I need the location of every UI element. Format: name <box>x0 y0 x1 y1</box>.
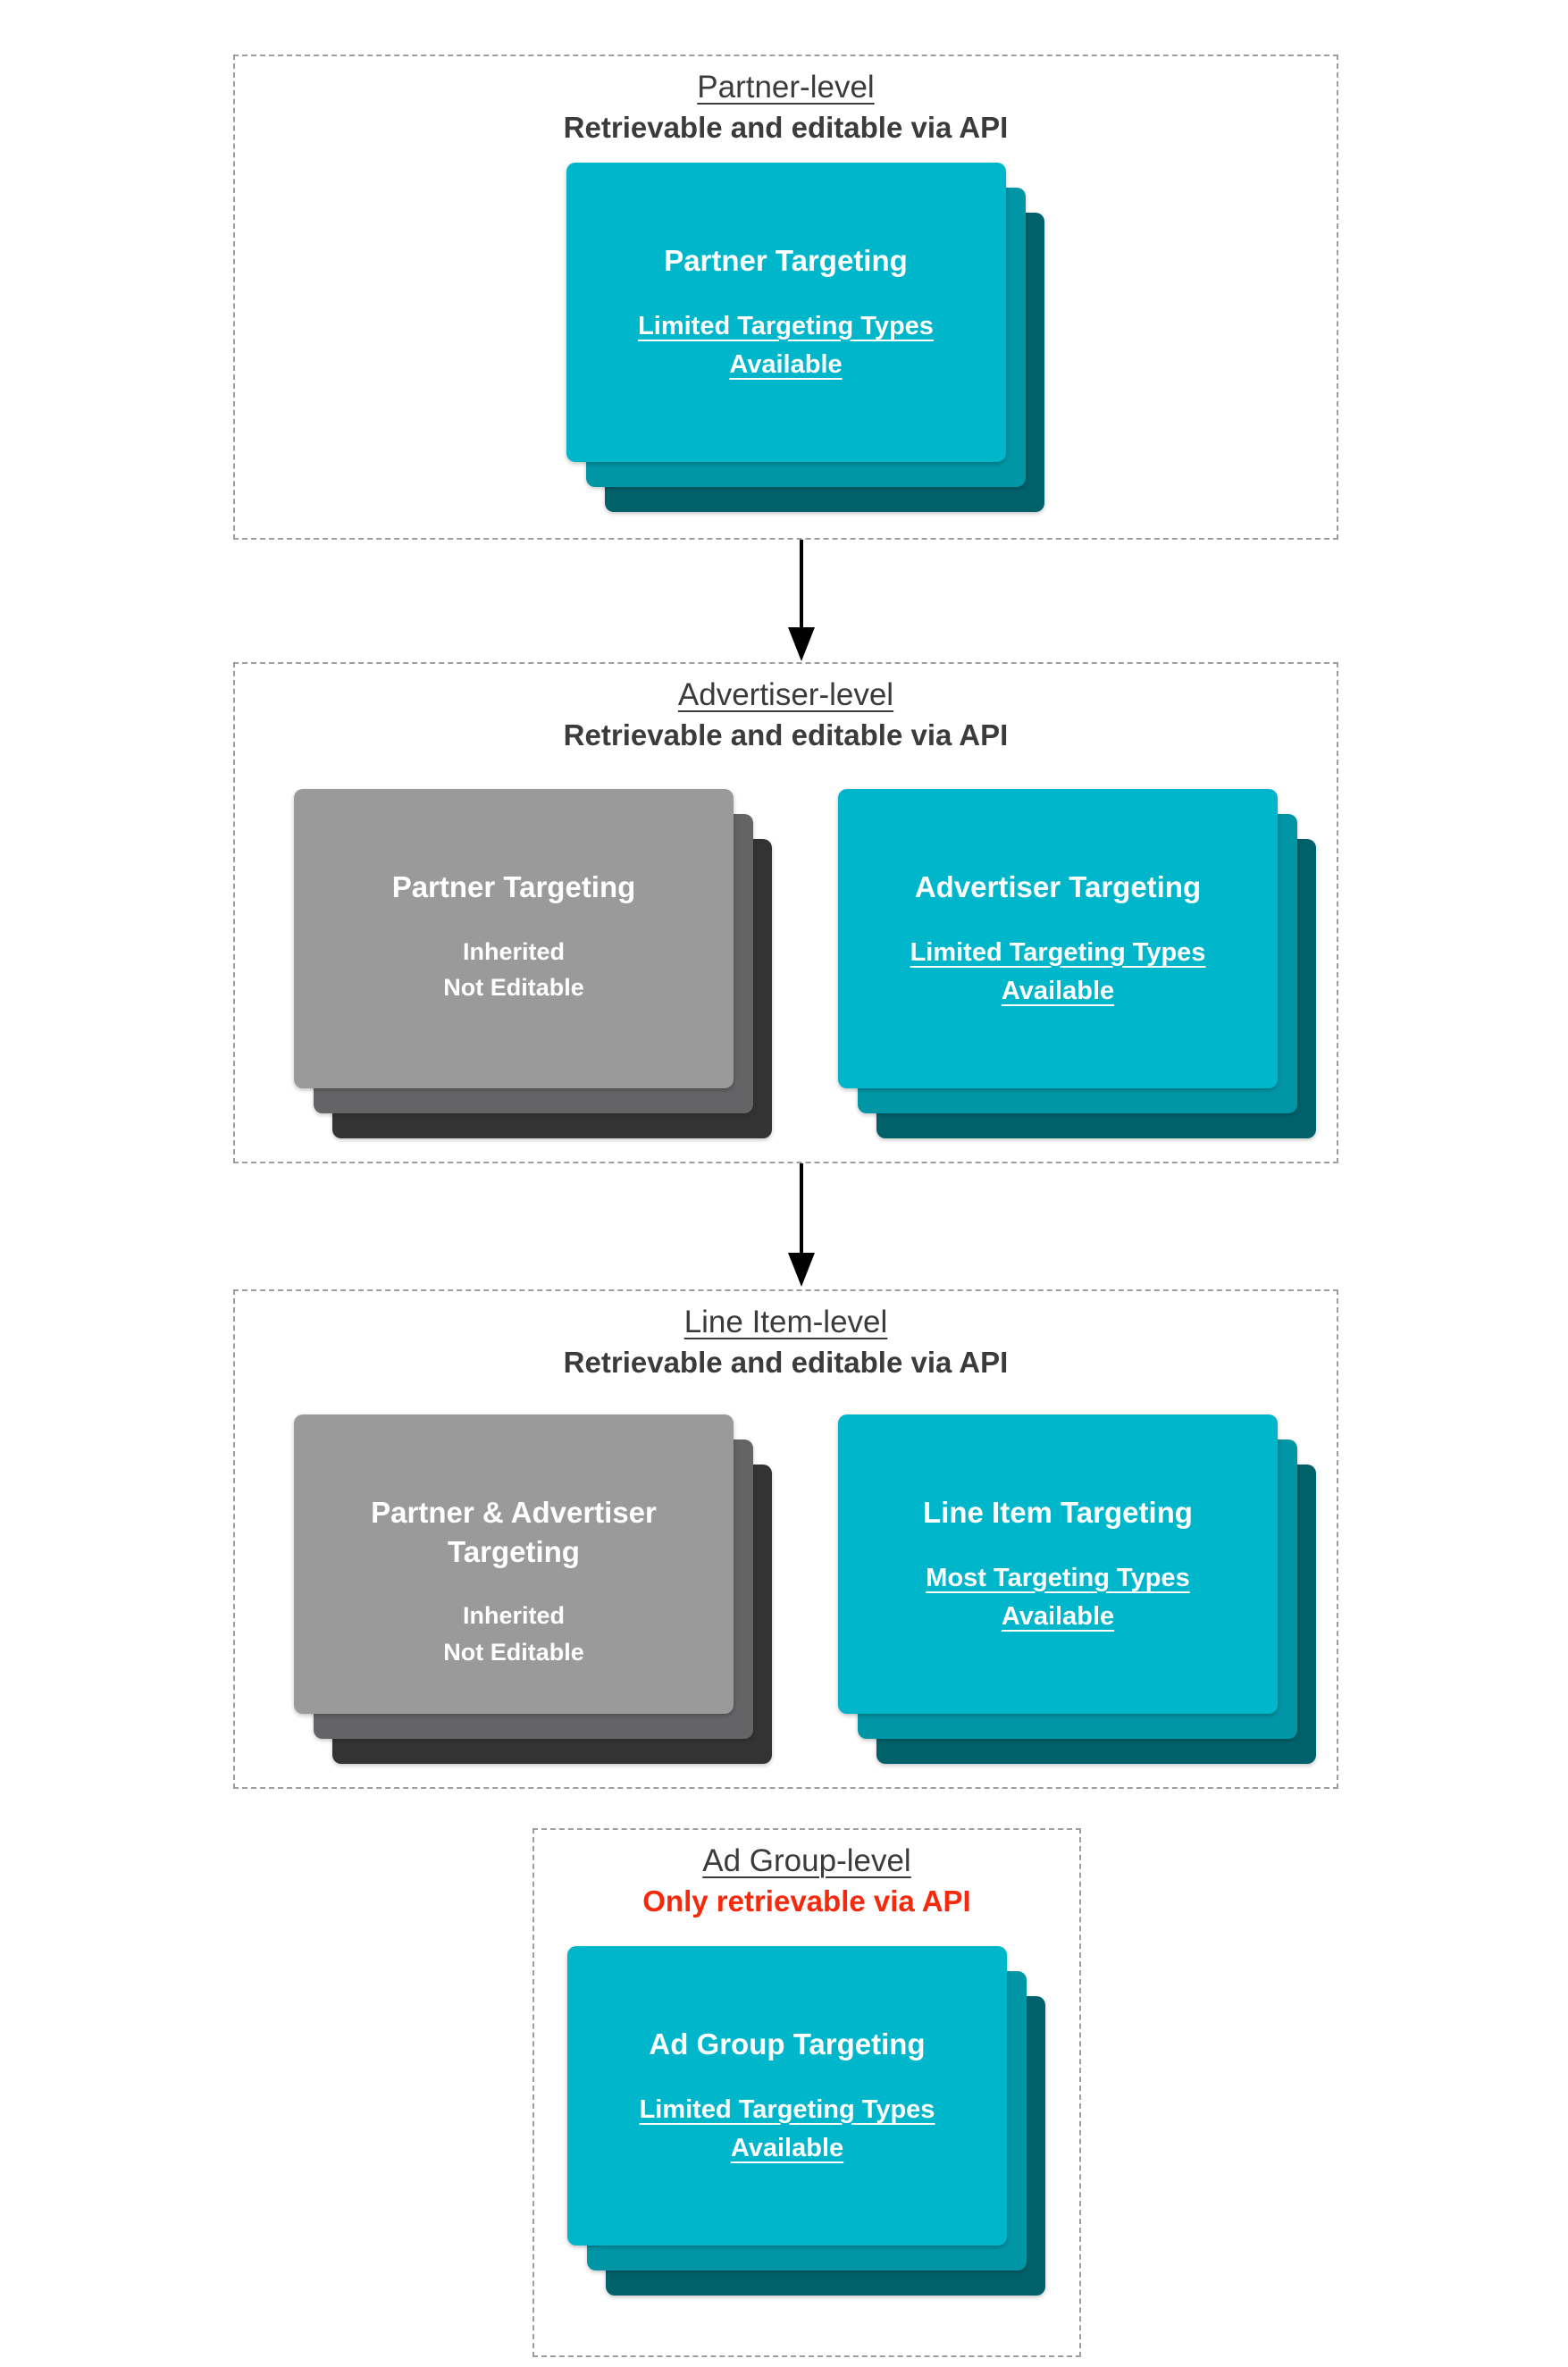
inherited-partner-targeting-card-stack: Partner Targeting Inherited Not Editable <box>294 789 772 1138</box>
card-note-line: Inherited <box>462 937 565 965</box>
card-note-line: Available <box>1001 1602 1115 1632</box>
advertiser-targeting-card-stack: Advertiser Targeting Limited Targeting T… <box>838 789 1316 1138</box>
line-item-targeting-card: Line Item Targeting Most Targeting Types… <box>838 1414 1278 1714</box>
level-availability-note-alert: Only retrievable via API <box>642 1884 971 1918</box>
card-note-line: Available <box>730 2134 844 2163</box>
section-advertiser-level: Advertiser-level Retrievable and editabl… <box>233 662 1338 1163</box>
card-row: Partner Targeting Limited Targeting Type… <box>235 163 1337 512</box>
card-note-line: Limited Targeting Types <box>910 937 1206 967</box>
arrow-head-icon <box>788 627 815 661</box>
inherited-partner-targeting-card: Partner Targeting Inherited Not Editable <box>294 789 734 1088</box>
arrow-line <box>800 1163 803 1255</box>
card-title: Partner Targeting <box>664 244 908 277</box>
section-ad-group-level: Ad Group-level Only retrievable via API … <box>532 1828 1081 2357</box>
card-note-line: Not Editable <box>443 974 584 1002</box>
card-note-line: Available <box>729 350 843 380</box>
card-note: Inherited Not Editable <box>337 934 691 1006</box>
card-note: Limited Targeting Types Available <box>609 307 963 385</box>
card-note-line: Limited Targeting Types <box>639 2094 935 2124</box>
arrow-line <box>800 540 803 631</box>
card-title: Partner Targeting <box>391 870 636 903</box>
arrow-head-icon <box>788 1253 815 1287</box>
level-title: Line Item-level <box>683 1305 888 1339</box>
ad-group-targeting-card: Ad Group Targeting Limited Targeting Typ… <box>567 1946 1007 2245</box>
flow-arrow-down <box>788 540 815 661</box>
card-note: Limited Targeting Types Available <box>610 2091 964 2169</box>
card-note-line: Inherited <box>462 1602 565 1630</box>
level-title: Advertiser-level <box>677 677 894 712</box>
card-title: Line Item Targeting <box>923 1496 1193 1529</box>
card-note: Most Targeting Types Available <box>881 1559 1235 1637</box>
flow-arrow-down <box>788 1163 815 1287</box>
level-availability-note: Retrievable and editable via API <box>563 718 1009 751</box>
card-title: Advertiser Targeting <box>914 870 1202 903</box>
line-item-targeting-card-stack: Line Item Targeting Most Targeting Types… <box>838 1414 1316 1764</box>
card-title: Partner & Advertiser Targeting <box>371 1496 657 1568</box>
section-partner-level: Partner-level Retrievable and editable v… <box>233 55 1338 540</box>
advertiser-targeting-card: Advertiser Targeting Limited Targeting T… <box>838 789 1278 1088</box>
card-note-line: Available <box>1001 977 1115 1006</box>
section-line-item-level: Line Item-level Retrievable and editable… <box>233 1289 1338 1789</box>
inherited-partner-advertiser-targeting-card: Partner & Advertiser Targeting Inherited… <box>294 1414 734 1714</box>
partner-targeting-card: Partner Targeting Limited Targeting Type… <box>566 163 1006 462</box>
card-row: Ad Group Targeting Limited Targeting Typ… <box>534 1946 1079 2296</box>
level-availability-note: Retrievable and editable via API <box>563 1346 1009 1379</box>
card-note-line: Not Editable <box>443 1638 584 1666</box>
card-note-line: Limited Targeting Types <box>638 311 934 340</box>
card-row: Partner & Advertiser Targeting Inherited… <box>235 1414 1337 1764</box>
inherited-partner-advertiser-targeting-card-stack: Partner & Advertiser Targeting Inherited… <box>294 1414 772 1764</box>
ad-group-targeting-card-stack: Ad Group Targeting Limited Targeting Typ… <box>567 1946 1045 2296</box>
card-note-line: Most Targeting Types <box>926 1563 1190 1592</box>
level-title: Partner-level <box>697 70 875 105</box>
card-row: Partner Targeting Inherited Not Editable… <box>235 789 1337 1138</box>
partner-targeting-card-stack: Partner Targeting Limited Targeting Type… <box>566 163 1044 512</box>
card-title: Ad Group Targeting <box>649 2027 926 2061</box>
card-note: Inherited Not Editable <box>337 1598 691 1670</box>
level-availability-note: Retrievable and editable via API <box>563 111 1009 144</box>
level-title: Ad Group-level <box>702 1843 911 1878</box>
card-note: Limited Targeting Types Available <box>881 934 1235 1011</box>
